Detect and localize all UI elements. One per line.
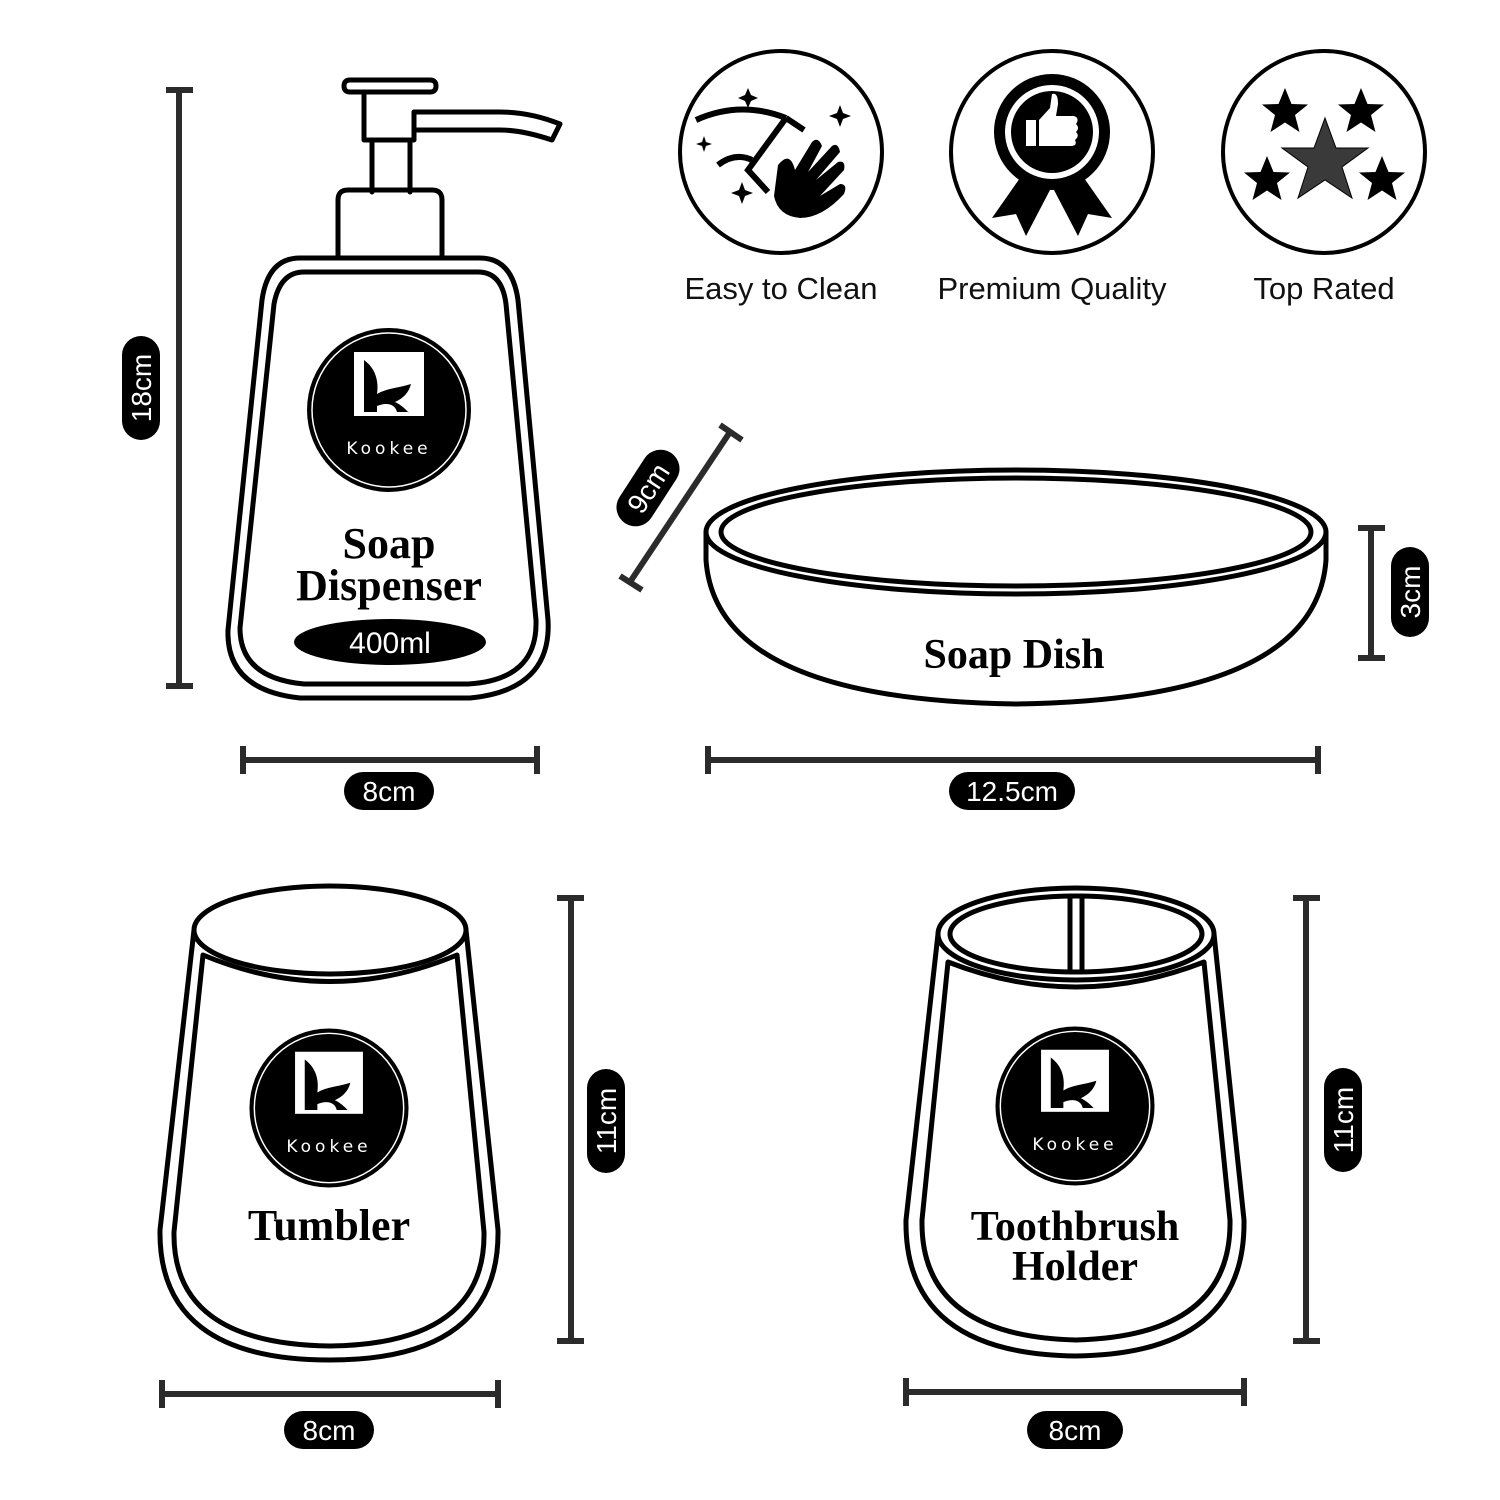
cleaning-hand-icon xyxy=(694,88,851,218)
kookee-logo xyxy=(248,1027,410,1189)
dispenser-height-label: 18cm xyxy=(126,354,157,422)
dispenser-name-line1: Soap xyxy=(343,519,436,568)
holder-width-dimension: 8cm xyxy=(903,1378,1247,1449)
kookee-logo xyxy=(306,327,472,493)
holder-width-label: 8cm xyxy=(1049,1415,1102,1446)
feature-top-rated: Top Rated xyxy=(1221,49,1427,306)
tumbler: Kookee Tumbler 11cm 8cm xyxy=(157,883,625,1449)
brand-name: Kookee xyxy=(286,1137,371,1157)
tumbler-width-label: 8cm xyxy=(303,1415,356,1446)
tumbler-width-dimension: 8cm xyxy=(159,1380,501,1449)
brand-name: Kookee xyxy=(1032,1135,1117,1155)
holder-height-label: 11cm xyxy=(1328,1087,1359,1153)
dish-height-dimension: 3cm xyxy=(1358,525,1429,661)
feature-easy-to-clean: Easy to Clean xyxy=(678,49,884,306)
dish-name: Soap Dish xyxy=(924,632,1105,678)
award-ribbon-thumbs-up-icon xyxy=(992,74,1112,236)
feature-label: Premium Quality xyxy=(937,271,1167,306)
toothbrush-holder: Kookee Toothbrush Holder 11cm 8cm xyxy=(903,885,1362,1449)
feature-label: Top Rated xyxy=(1253,271,1394,306)
dish-height-label: 3cm xyxy=(1395,566,1426,619)
dish-depth-dimension: 9cm xyxy=(616,422,744,593)
dispenser-name-line2: Dispenser xyxy=(296,561,482,610)
holder-name-line2: Holder xyxy=(1012,1244,1138,1290)
tumbler-height-label: 11cm xyxy=(591,1088,622,1154)
dispenser-capacity-badge: 400ml xyxy=(349,627,431,660)
feature-premium-quality: Premium Quality xyxy=(937,49,1167,306)
holder-name-line1: Toothbrush xyxy=(971,1204,1180,1250)
dispenser-height-dimension: 18cm xyxy=(122,87,193,689)
dish-width-dimension: 12.5cm xyxy=(705,746,1321,810)
soap-dish: 9cm Soap Dish 3cm 12.5cm xyxy=(616,422,1429,810)
five-stars-icon xyxy=(1244,88,1405,200)
feature-label: Easy to Clean xyxy=(685,271,878,306)
dispenser-width-dimension: 8cm xyxy=(240,746,540,810)
tumbler-height-dimension: 11cm xyxy=(557,895,625,1344)
soap-dispenser: 18cm Kookee Soap Dispenser 400ml 8cm xyxy=(122,77,563,810)
holder-height-dimension: 11cm xyxy=(1293,895,1362,1344)
brand-name: Kookee xyxy=(346,439,431,459)
tumbler-name: Tumbler xyxy=(248,1201,410,1250)
dish-width-label: 12.5cm xyxy=(966,776,1058,807)
dispenser-width-label: 8cm xyxy=(363,776,416,807)
kookee-logo xyxy=(994,1025,1156,1187)
